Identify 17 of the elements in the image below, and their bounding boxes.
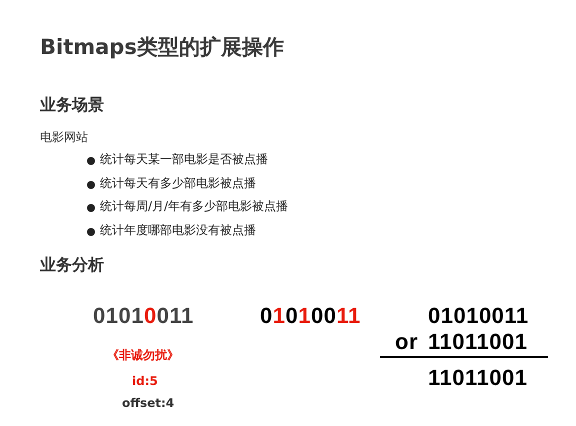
section-heading: 业务场景 [40, 96, 104, 114]
id-text: id:5 [132, 375, 158, 388]
slide-title: Bitmaps类型的扩展操作 [40, 36, 284, 60]
list-item: 统计年度哪部电影没有被点播 [100, 224, 256, 238]
bit-string: 11011001 [428, 366, 528, 390]
bit-string: 01010011 [260, 304, 361, 328]
bit-string: 01010011 [428, 304, 529, 328]
list-item: 统计每周/月/年有多少部电影被点播 [100, 200, 288, 214]
text: 电影网站 [40, 131, 88, 144]
bit-string: 01010011 [93, 304, 194, 328]
bit-string: 11011001 [428, 330, 528, 354]
list-item: 统计每天有多少部电影被点播 [100, 177, 256, 190]
list-item: 统计每天某一部电影是否被点播 [100, 153, 268, 166]
operator-text: or [395, 330, 418, 354]
offset-text: offset:4 [122, 397, 174, 410]
movie-title: 《非诚勿扰》 [107, 349, 179, 362]
section-heading: 业务分析 [40, 256, 104, 274]
